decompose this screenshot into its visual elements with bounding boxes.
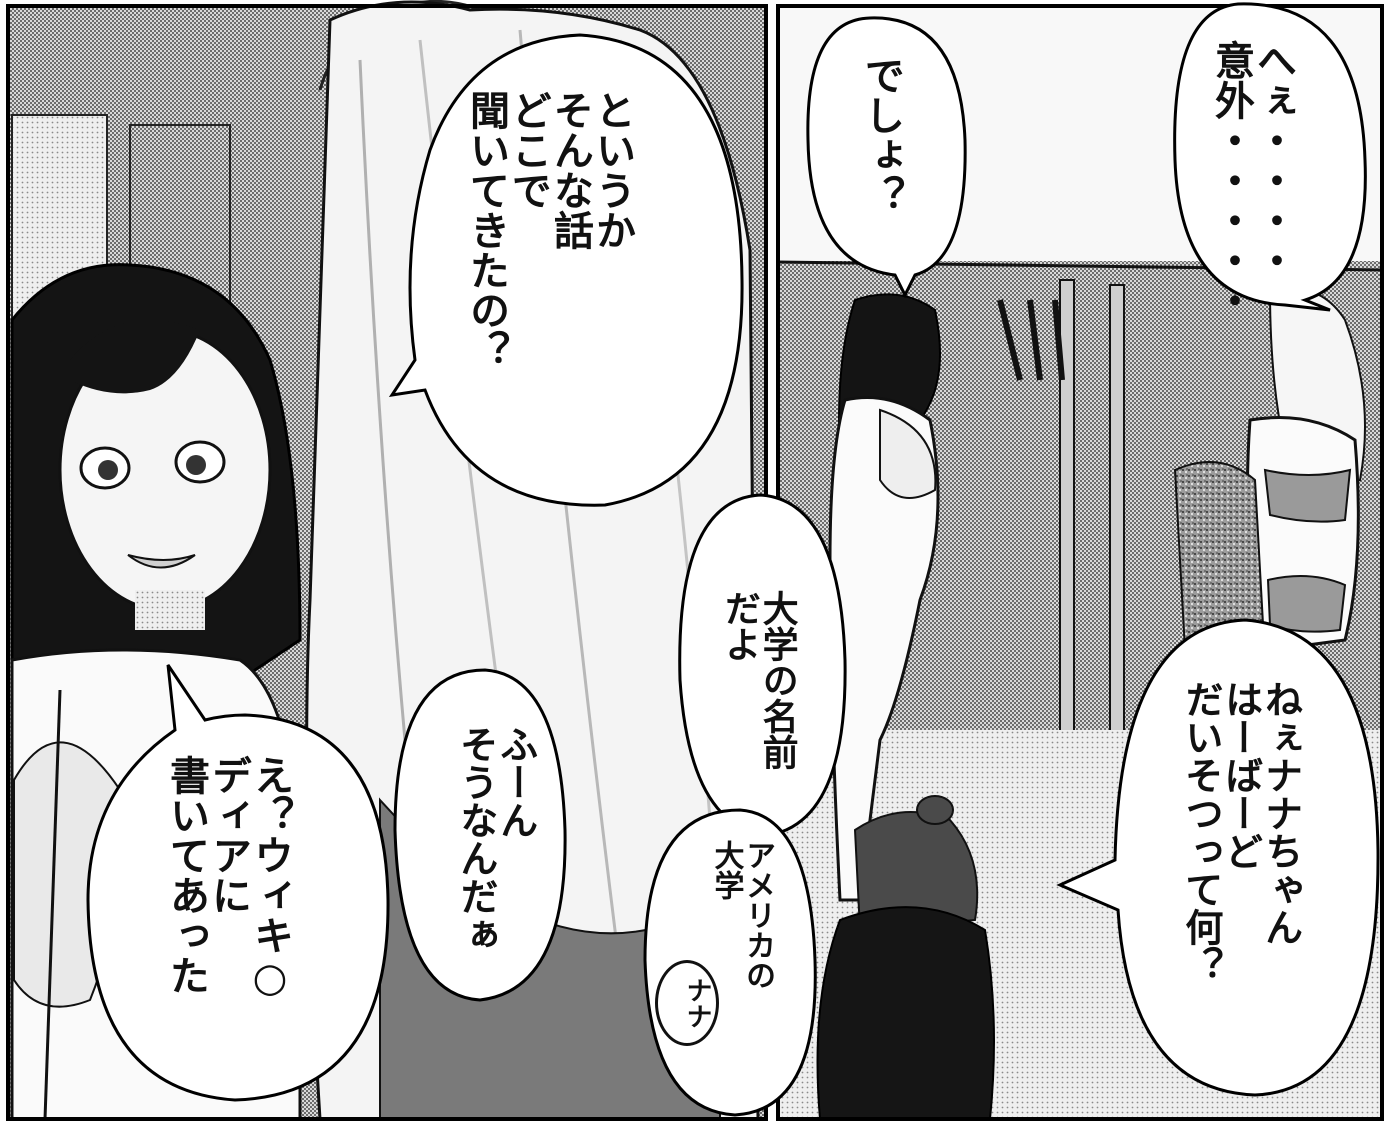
- held-clothes: [1173, 461, 1267, 662]
- dialogue-nee-nana: ねぇナナちゃん はーばーど だいそつって何？: [1178, 680, 1303, 984]
- bangs: [70, 320, 200, 394]
- bubble-fuun: [393, 668, 567, 1002]
- speech-bubbles: [86, 2, 1380, 1117]
- dialogue-wiki: え？ウィキ○ ディアに 書いてあった: [163, 755, 293, 1001]
- bubble-desho: [806, 16, 967, 299]
- dialogue-amerika: アメリカの 大学: [708, 840, 776, 990]
- smile: [127, 554, 196, 569]
- bra-strap: [43, 689, 62, 1120]
- right-pupil: [186, 455, 206, 475]
- dialogue-fuun: ふーん そうなんだぁ: [453, 725, 538, 953]
- neck-shade: [135, 590, 205, 630]
- black-sweater: [816, 906, 995, 1120]
- bubble-eh-igai: [1173, 2, 1367, 312]
- standing-woman-body: [828, 396, 940, 902]
- dialogue-toiuka: というか そんな話 どこで 聞いてきたの？: [463, 90, 635, 370]
- dialogue-eh-igai: へぇ・・・・ 意外・・・・・: [1208, 40, 1296, 320]
- dialogue-desho: でしょ？: [858, 55, 904, 215]
- nana-stamp: ナナ: [655, 960, 719, 1046]
- standing-woman-bra: [879, 408, 937, 499]
- hair-bun: [916, 795, 954, 825]
- bubble-wiki: [86, 664, 390, 1102]
- bubble-toiuka: [388, 33, 744, 507]
- left-pupil: [98, 460, 118, 480]
- bubble-nee-nana: [1056, 618, 1380, 1097]
- blonde-woman-bikini: [1263, 468, 1352, 523]
- dialogue-daigaku-namae: 大学の名前 だよ: [718, 590, 798, 770]
- ponytail-hair: [853, 811, 979, 932]
- blonde-woman-bikini-bottom: [1266, 575, 1347, 633]
- hanging-clothes: [997, 299, 1065, 381]
